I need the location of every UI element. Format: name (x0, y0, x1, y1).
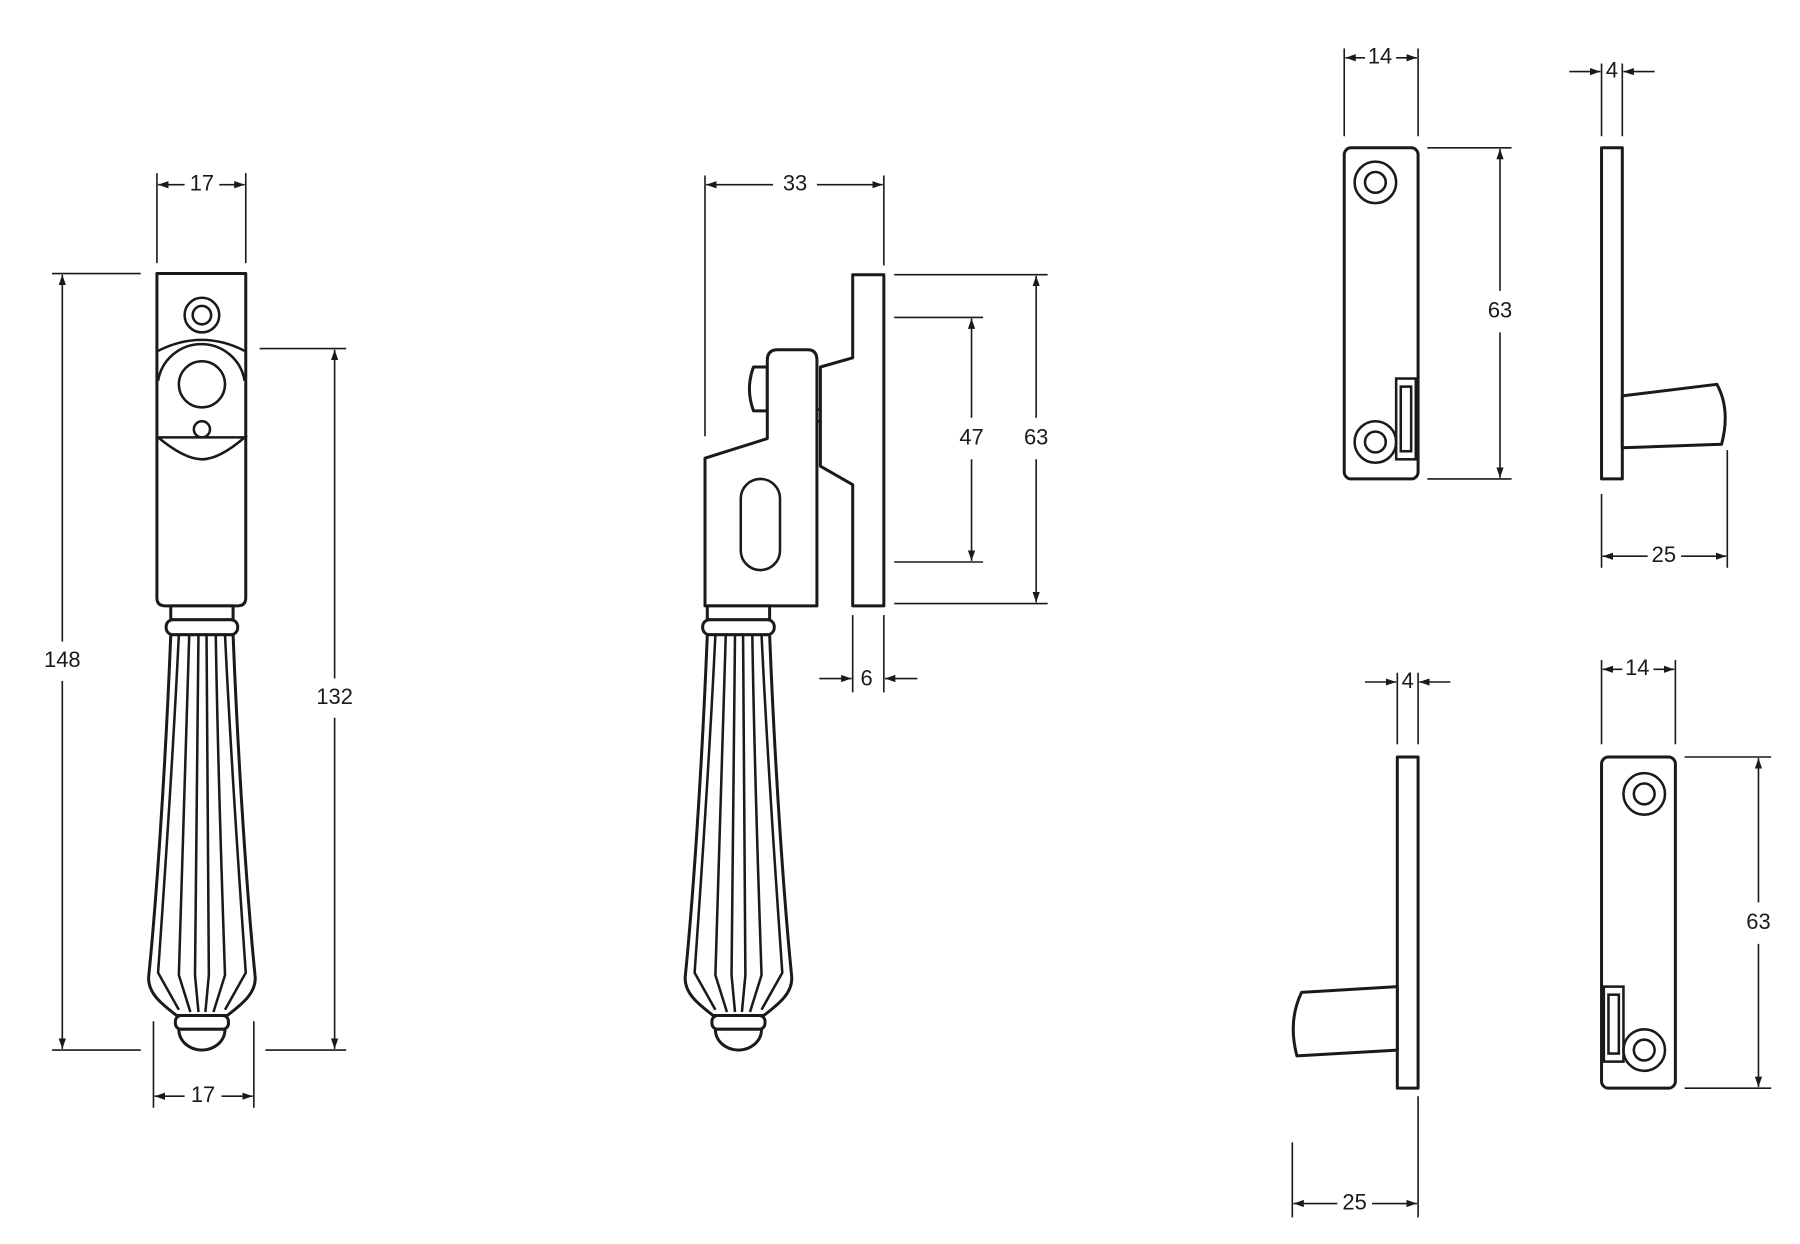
dim-keep2-thickness: 4 (1402, 668, 1414, 693)
dim-plate-thickness: 6 (860, 665, 872, 690)
keep-top-side-view: 4 25 (1569, 57, 1729, 568)
dim-keep2-width: 14 (1625, 655, 1649, 680)
dim-keep-height: 63 (1488, 297, 1512, 322)
dim-keep-width: 14 (1368, 44, 1392, 69)
dim-keep2-projection: 25 (1342, 1189, 1366, 1214)
dim-depth: 33 (783, 170, 807, 195)
dim-keep-projection: 25 (1652, 542, 1676, 567)
keep-top-front-view: 14 63 (1342, 44, 1512, 481)
keep-bottom-front-view: 14 63 (1600, 655, 1772, 1090)
dim-keep-thickness: 4 (1606, 57, 1618, 82)
handle-front-view: 17 148 132 17 (44, 170, 353, 1108)
dim-overall-height: 148 (44, 647, 81, 672)
dim-plate-height: 63 (1024, 424, 1048, 449)
dim-fixing-centres: 47 (959, 424, 983, 449)
dim-width-top: 17 (190, 170, 214, 195)
handle-side-view: 33 47 63 6 (683, 170, 1048, 1052)
dim-width-bottom: 17 (191, 1082, 215, 1107)
keep-bottom-side-view: 4 25 (1291, 668, 1451, 1218)
dim-handle-length: 132 (316, 684, 353, 709)
dim-keep2-height: 63 (1746, 909, 1770, 934)
